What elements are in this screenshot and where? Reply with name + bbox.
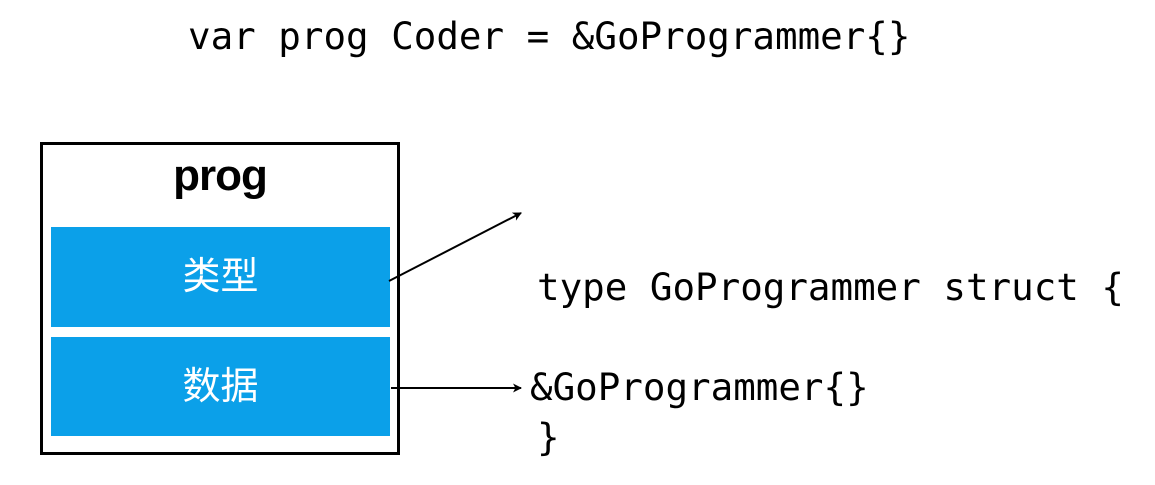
type-code-line2: } bbox=[537, 415, 560, 459]
declaration-code-text: var prog Coder = &GoProgrammer{} bbox=[188, 14, 911, 58]
data-field-label: 数据 bbox=[182, 365, 259, 408]
data-annotation-code: &GoProgrammer{} bbox=[530, 365, 869, 409]
type-code-line1: type GoProgrammer struct { bbox=[537, 265, 1124, 309]
data-field-cell: 数据 bbox=[51, 337, 390, 436]
type-field-cell: 类型 bbox=[51, 227, 390, 327]
type-pointer-arrow bbox=[388, 212, 522, 282]
type-field-label: 类型 bbox=[182, 256, 259, 298]
variable-name-label: prog bbox=[173, 151, 268, 200]
type-annotation-code: type GoProgrammer struct { } bbox=[537, 162, 1124, 485]
prog-variable-box: prog 类型 数据 bbox=[40, 142, 400, 455]
